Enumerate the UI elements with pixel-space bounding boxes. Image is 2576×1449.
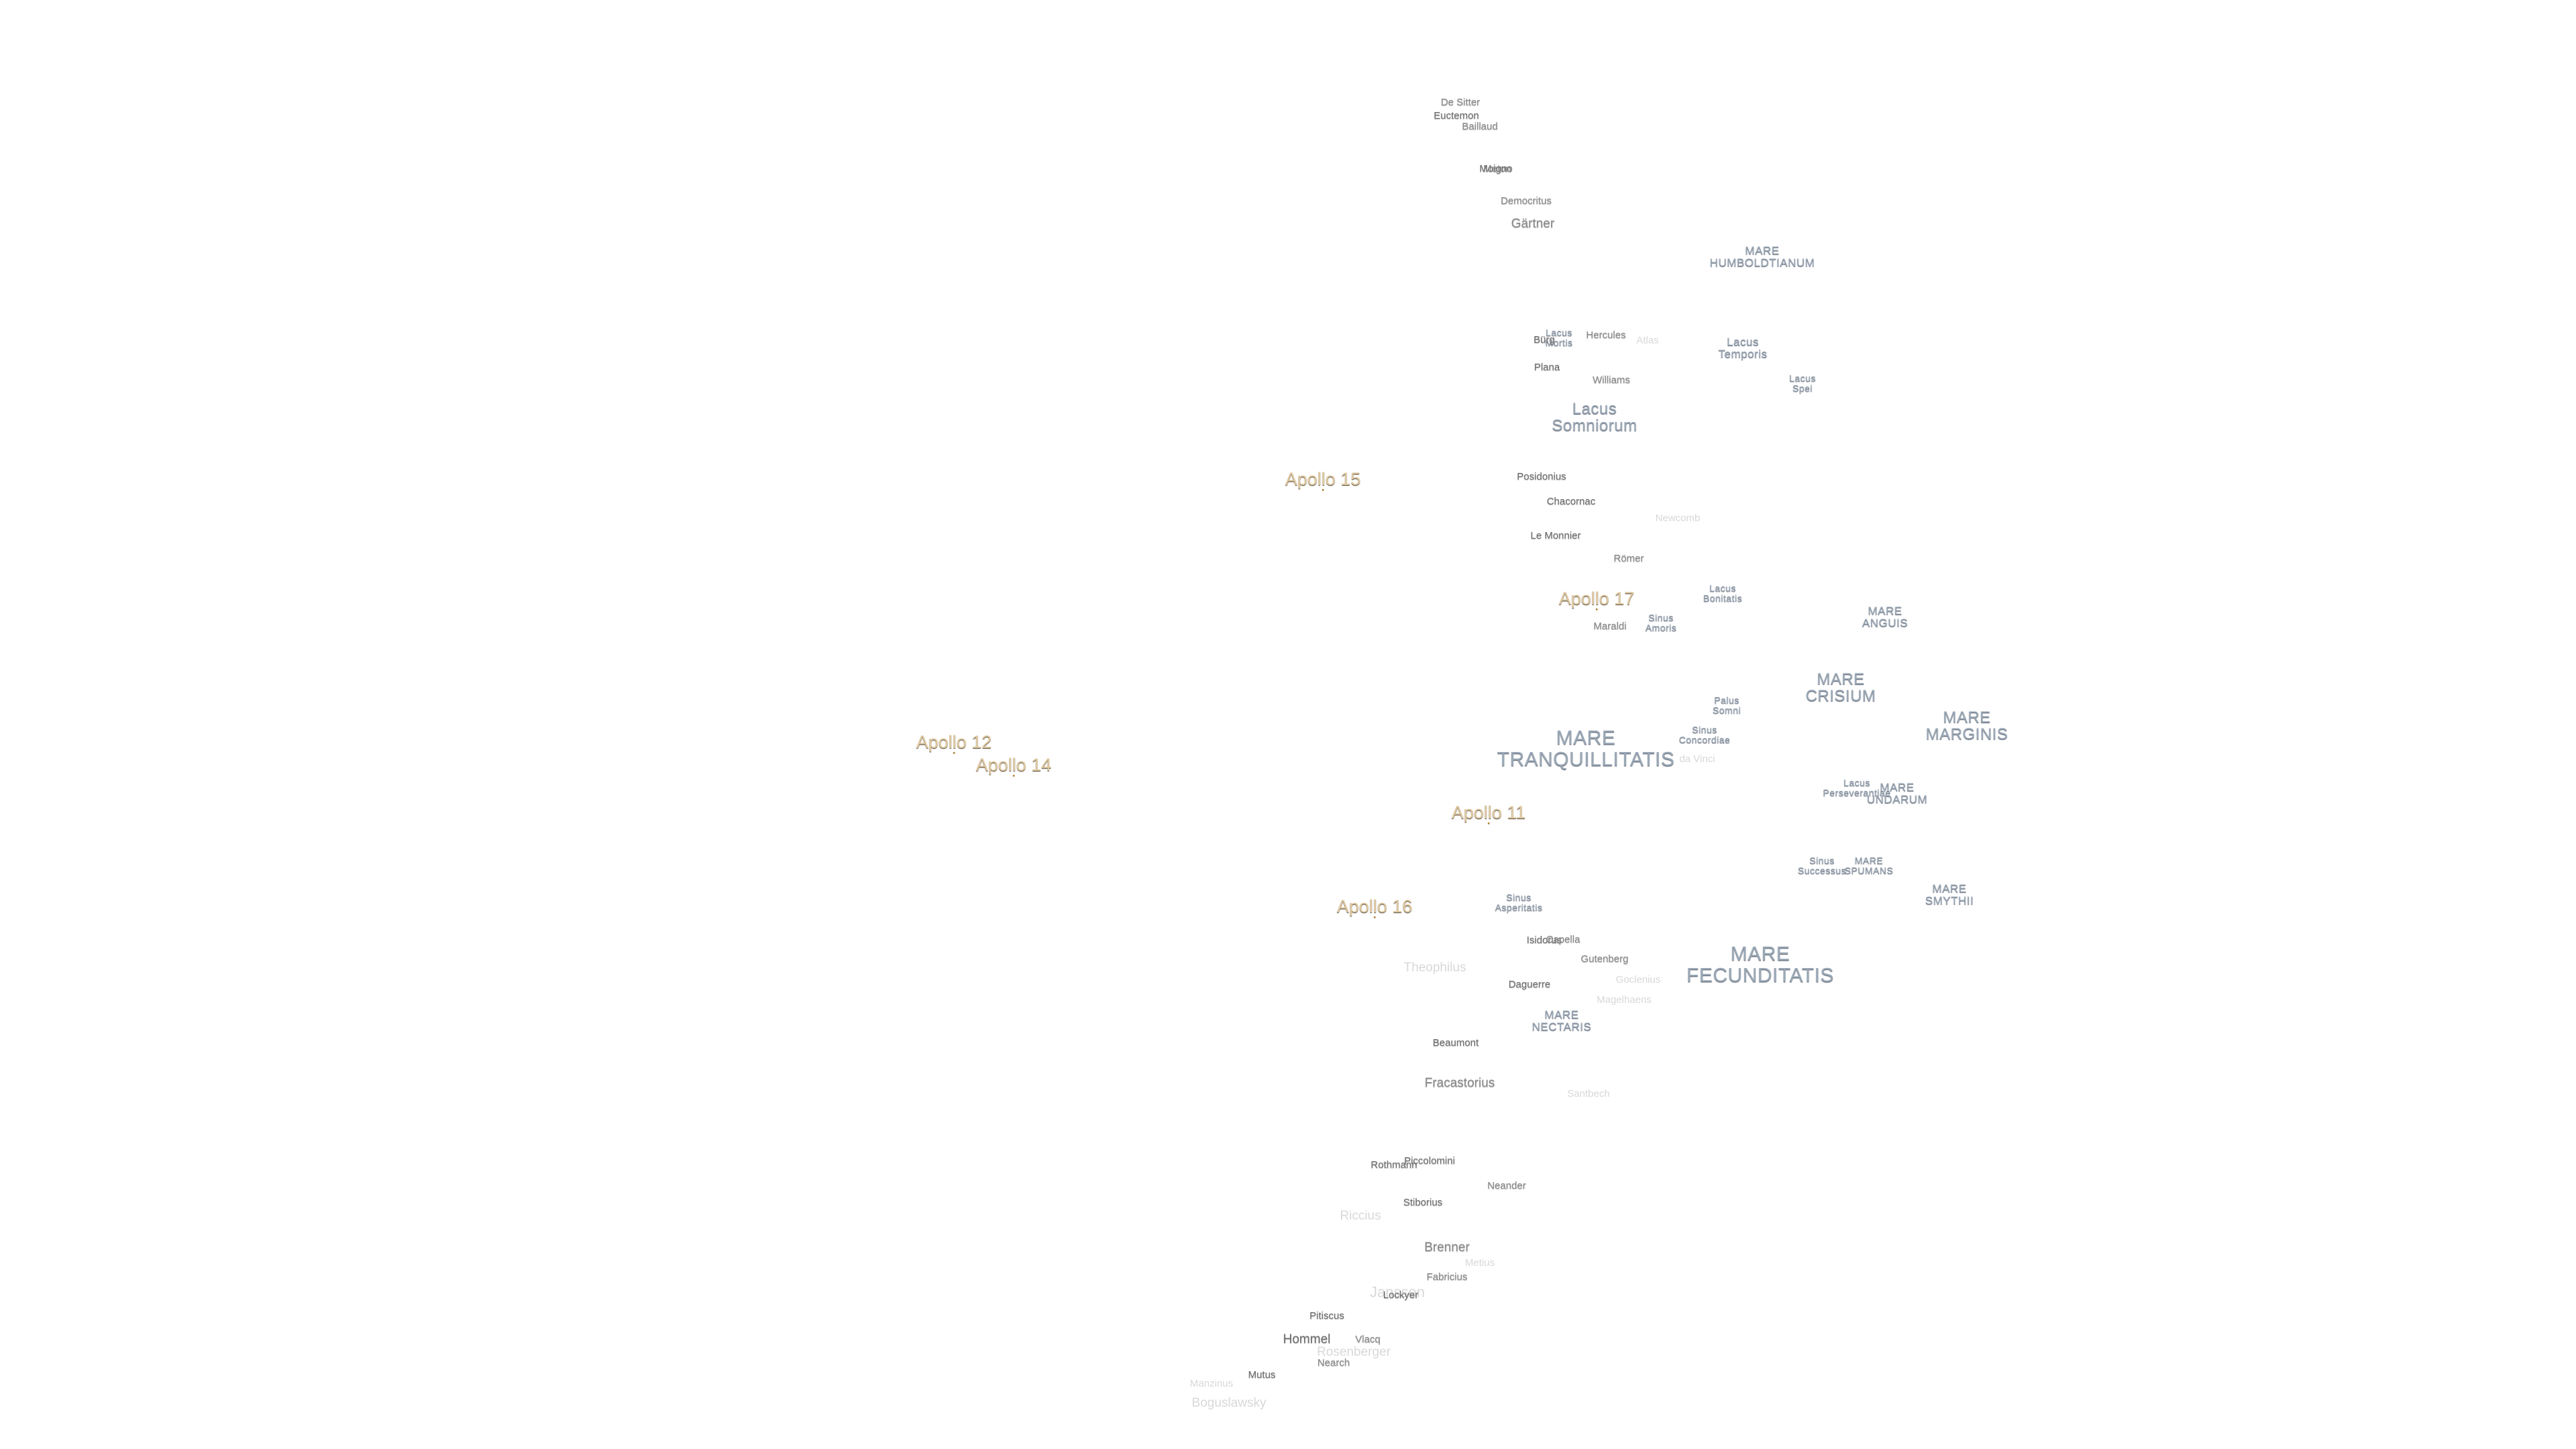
crater-williams: Williams bbox=[1593, 374, 1630, 386]
crater-newcomb: Newcomb bbox=[1655, 513, 1701, 525]
crater-chacornac: Chacornac bbox=[1546, 496, 1596, 508]
crater-neander: Neander bbox=[1487, 1180, 1526, 1192]
crater-goclenius: Goclenius bbox=[1615, 974, 1661, 986]
crater-le-monnier: Le Monnier bbox=[1530, 530, 1581, 542]
crater-plana: Plana bbox=[1534, 362, 1560, 374]
crater-hercules: Hercules bbox=[1586, 329, 1626, 341]
crater-rothmann: Rothmann bbox=[1371, 1159, 1417, 1171]
crater-posidonius: Posidonius bbox=[1517, 471, 1566, 483]
crater-hommel: Hommel bbox=[1283, 1332, 1331, 1347]
crater-magelhaens: Magelhaens bbox=[1597, 994, 1652, 1006]
crater-democritus: Democritus bbox=[1501, 195, 1552, 207]
crater-maraldi: Maraldi bbox=[1593, 621, 1627, 633]
crater-metius: Metius bbox=[1464, 1257, 1495, 1269]
crater-fracastorius: Fracastorius bbox=[1424, 1076, 1495, 1091]
crater-santbech: Santbech bbox=[1567, 1088, 1610, 1100]
crater-meton: Meton bbox=[1483, 163, 1511, 175]
crater-da-vinci: da Vinci bbox=[1679, 753, 1715, 765]
crater-theophilus: Theophilus bbox=[1403, 961, 1466, 975]
crater-gartner: Gärtner bbox=[1511, 217, 1555, 231]
apollo-17-marker[interactable]: Apollo 17 bbox=[1559, 589, 1635, 610]
crater-baillaud: Baillaud bbox=[1462, 121, 1498, 133]
crater-mutus: Mutus bbox=[1248, 1369, 1276, 1381]
crater-piccolomini: Piccolomini bbox=[1404, 1155, 1455, 1167]
apollo-12-marker[interactable]: Apollo 12 bbox=[916, 733, 992, 754]
crater-romer: Römer bbox=[1613, 553, 1644, 565]
crater-fabricius: Fabricius bbox=[1426, 1271, 1468, 1283]
apollo-15-marker[interactable]: Apollo 15 bbox=[1285, 470, 1361, 491]
crater-euctemon: Euctemon bbox=[1434, 110, 1479, 122]
crater-gutenberg: Gutenberg bbox=[1580, 953, 1629, 965]
crater-atlas: Atlas bbox=[1636, 335, 1659, 347]
crater-manzinus: Manzinus bbox=[1189, 1378, 1234, 1390]
crater-boguslawsky: Boguslawsky bbox=[1191, 1396, 1267, 1411]
crater-rosenberger: Rosenberger bbox=[1317, 1345, 1391, 1360]
crater-burg: Bürg bbox=[1534, 334, 1555, 346]
crater-riccius: Riccius bbox=[1340, 1209, 1381, 1224]
crater-de-sitter: De Sitter bbox=[1440, 97, 1481, 109]
crater-capella: Capella bbox=[1546, 934, 1580, 946]
crater-lockyer: Lockyer bbox=[1383, 1289, 1419, 1301]
apollo-14-marker[interactable]: Apollo 14 bbox=[976, 755, 1052, 777]
crater-beaumont: Beaumont bbox=[1432, 1037, 1479, 1049]
crater-nearch: Nearch bbox=[1317, 1357, 1350, 1369]
crater-moigno: Moigno bbox=[1479, 163, 1513, 175]
crater-pitiscus: Pitiscus bbox=[1309, 1310, 1344, 1322]
crater-isidorus: Isidorus bbox=[1526, 934, 1562, 947]
crater-vlacq: Vlacq bbox=[1355, 1334, 1381, 1346]
crater-janssen: Janssen bbox=[1370, 1283, 1425, 1301]
crater-daguerre: Daguerre bbox=[1508, 979, 1551, 991]
apollo-11-marker[interactable]: Apollo 11 bbox=[1452, 803, 1526, 824]
apollo-16-marker[interactable]: Apollo 16 bbox=[1337, 897, 1413, 918]
crater-brenner: Brenner bbox=[1424, 1240, 1470, 1255]
crater-stiborius: Stiborius bbox=[1403, 1197, 1443, 1209]
